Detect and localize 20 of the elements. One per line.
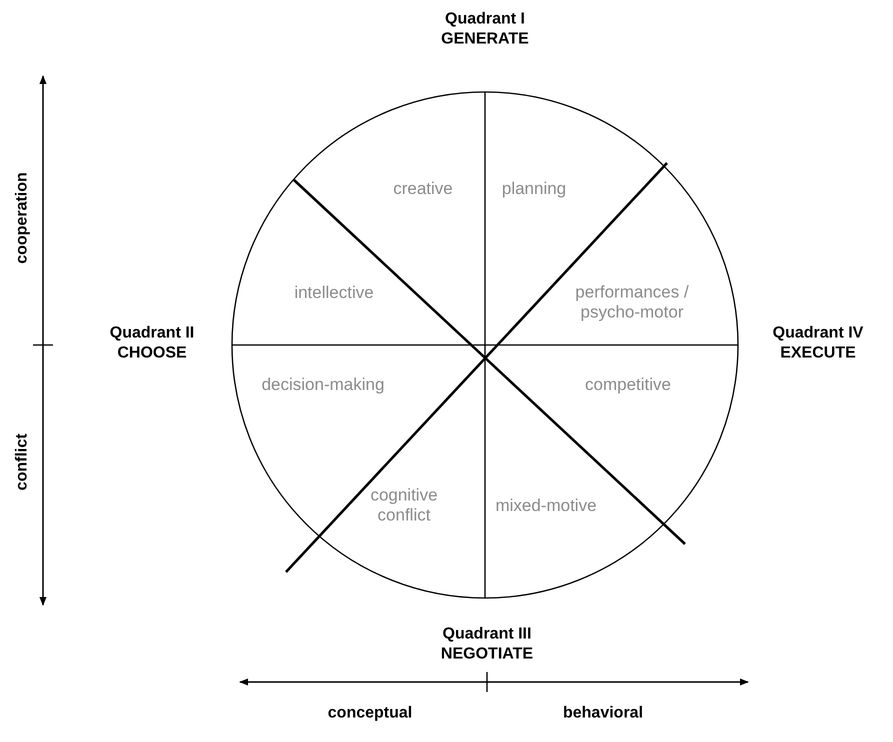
axis-label: cooperation — [12, 172, 32, 264]
quadrant-label: Quadrant III — [442, 624, 532, 644]
quadrant-label: EXECUTE — [780, 343, 856, 363]
sector-label: decision-making — [262, 374, 384, 396]
axis-label: conflict — [12, 434, 32, 490]
sector-label: creative — [393, 178, 453, 200]
sector-label: competitive — [585, 374, 671, 396]
quadrant-label: Quadrant IV — [772, 323, 864, 343]
quadrant-label: GENERATE — [441, 29, 529, 49]
quadrant-label: Quadrant I — [445, 9, 525, 29]
axis-label: conceptual — [328, 703, 412, 723]
quadrant-label: CHOOSE — [117, 343, 187, 363]
quadrant-label: NEGOTIATE — [440, 644, 534, 664]
sector-label: performances / psycho-motor — [574, 282, 690, 324]
sector-label: cognitive conflict — [369, 486, 439, 526]
sector-label: mixed-motive — [495, 496, 597, 516]
quadrant-label: Quadrant II — [110, 323, 194, 343]
sector-label: intellective — [294, 282, 374, 304]
sector-label: planning — [502, 178, 566, 200]
axis-label: behavioral — [562, 703, 644, 723]
